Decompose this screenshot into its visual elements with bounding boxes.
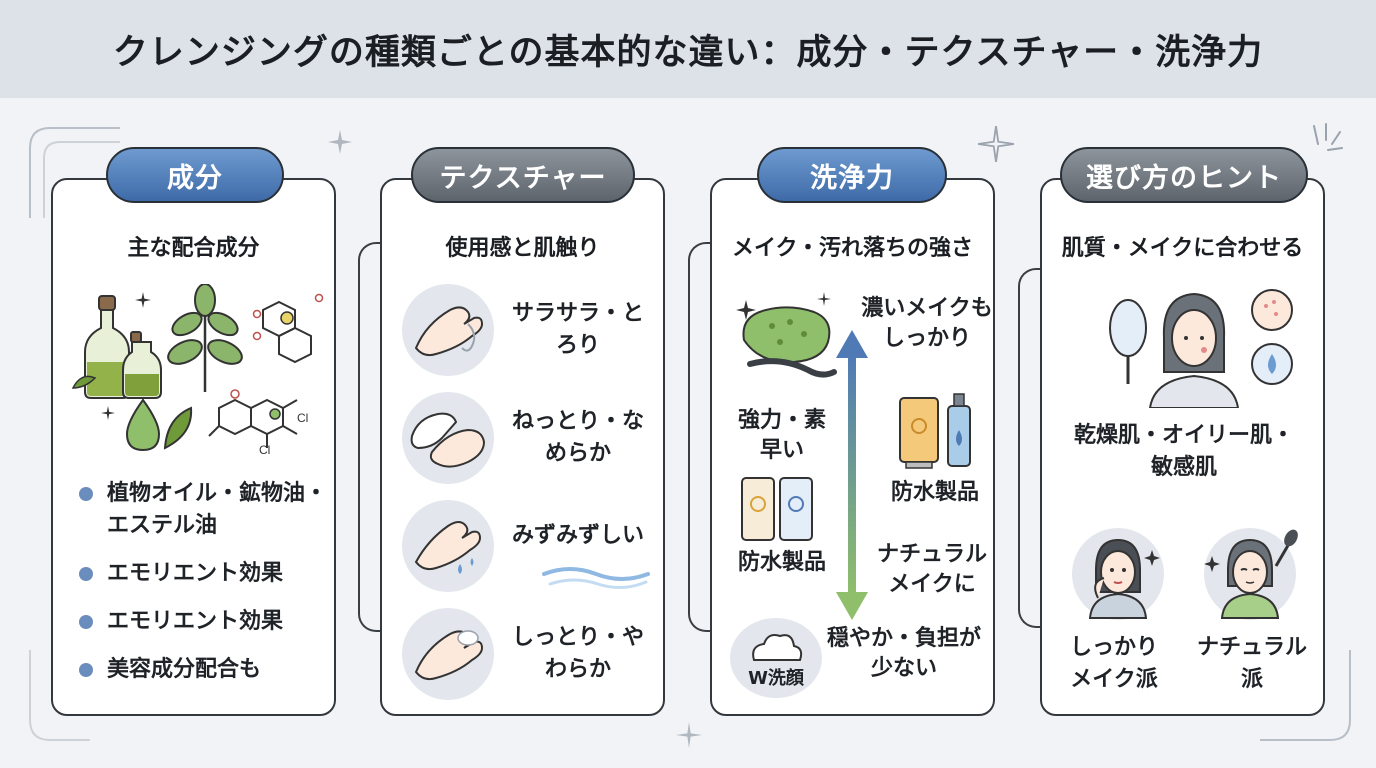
sunscreen-icon [899, 393, 971, 469]
bullet-dot [79, 615, 93, 629]
droplet-leaf-icon [125, 398, 193, 452]
strong-makeup-label: 濃いメイクもしっかり [861, 296, 993, 351]
hints-heading-label: 選び方のヒント [1086, 162, 1282, 194]
mirror-woman-icon [1109, 289, 1293, 408]
bullet-dot [79, 663, 93, 677]
sponge-icon [736, 292, 837, 378]
texture-item: サラサラ・とろり [402, 284, 652, 376]
list-item-label: エモリエント効果 [107, 609, 284, 634]
wet-hand-icon [402, 500, 494, 592]
ray-lines-icon [1313, 123, 1343, 151]
texture-item: ねっとり・なめらか [402, 392, 652, 484]
sparkle-icon [328, 130, 352, 154]
list-item: エモリエント効果 [79, 558, 329, 590]
texture-heading-label: テクスチャー [439, 162, 607, 194]
natural-makeup-label: ナチュラルメイクに [876, 542, 987, 597]
texture-item: みずみずしい [402, 500, 652, 592]
list-item: エモリエント効果 [79, 606, 329, 638]
waterproof-label: 防水製品 [737, 550, 826, 575]
bullet-dot [79, 567, 93, 581]
texture-heading: テクスチャー [411, 147, 635, 203]
texture-subtitle: 使用感と肌触り [445, 236, 600, 261]
hints-card: 肌質・メイクに合わせる 乾燥肌・オイリー肌・敏感肌 しっかりメイク派 [1040, 178, 1325, 716]
sparkle-icon [101, 406, 115, 420]
natural-makeup-woman-icon [1204, 528, 1298, 620]
texture-item-label: ねっとり・なめらか [511, 409, 644, 466]
sparkle-icon [676, 722, 702, 748]
soft-hand-icon [402, 608, 494, 700]
w-wash-label: W洗顔 [748, 668, 804, 689]
cleansing-heading-label: 洗浄力 [810, 162, 894, 194]
cleansing-card: メイク・汚れ落ちの強さ 濃いメイクもしっかり 強力・素早い 防水製品 [710, 178, 995, 716]
hints-subtitle: 肌質・メイクに合わせる [1061, 236, 1304, 261]
skin-types-label: 乾燥肌・オイリー肌・敏感肌 [1073, 423, 1294, 480]
list-item: 植物オイル・鉱物油・エステル油 [79, 478, 329, 542]
ingredients-subtitle: 主な配合成分 [127, 236, 260, 261]
waterproof-label: 防水製品 [890, 480, 979, 505]
page-header: クレンジングの種類ごとの基本的な違い：成分・テクスチャー・洗浄力 [0, 0, 1376, 98]
chloro-label: Cl [259, 443, 270, 456]
corner-decoration-icon [29, 650, 90, 741]
texture-item-label: しっとり・やわらか [511, 625, 644, 682]
heavy-makeup-woman-icon [1072, 528, 1164, 620]
chloro-label: Cl [297, 411, 308, 425]
strength-arrow-icon [836, 330, 868, 620]
natural-type-label: ナチュラル派 [1196, 635, 1307, 692]
page-title: クレンジングの種類ごとの基本的な違い：成分・テクスチャー・洗浄力 [112, 32, 1264, 73]
gentle-label: 穏やか・負担が少ない [826, 626, 981, 681]
texture-item-label: みずみずしい [511, 523, 644, 548]
sparkle-icon [135, 292, 151, 308]
texture-card: 使用感と肌触り サラサラ・とろり ねっとり・なめらか みずみずしい [380, 178, 665, 716]
foam-icon: W洗顔 [730, 618, 822, 698]
ingredients-heading: 成分 [106, 147, 284, 203]
herb-icon [167, 284, 243, 392]
list-item-label: エモリエント効果 [107, 561, 284, 586]
bullet-dot [79, 487, 93, 501]
corner-decoration-icon [1260, 650, 1351, 741]
corner-decoration-icon [29, 127, 120, 218]
rubbing-hands-icon [402, 392, 494, 484]
strong-fast-label: 強力・素早い [737, 408, 826, 463]
ingredients-heading-label: 成分 [167, 162, 223, 194]
sunscreen-icon [741, 477, 813, 541]
ingredient-list: 植物オイル・鉱物油・エステル油 エモリエント効果 エモリエント効果 美容成分配合… [79, 478, 329, 702]
list-item-label: 美容成分配合も [107, 657, 262, 682]
sparkle-icon [978, 126, 1014, 162]
molecule-icon [252, 293, 324, 364]
cleansing-heading: 洗浄力 [757, 147, 947, 203]
texture-item-label: サラサラ・とろり [511, 301, 644, 358]
hand-texture-icon [402, 284, 494, 376]
list-item-label: 植物オイル・鉱物油・エステル油 [107, 481, 328, 538]
hints-heading: 選び方のヒント [1060, 147, 1308, 203]
water-wave-icon [542, 567, 650, 589]
ingredients-card: 主な配合成分 [51, 178, 336, 716]
list-item: 美容成分配合も [79, 654, 329, 686]
molecule-icon: Cl Cl [208, 389, 308, 456]
oil-bottle-icon [71, 295, 162, 399]
texture-item: しっとり・やわらか [402, 608, 652, 700]
cleansing-subtitle: メイク・汚れ落ちの強さ [731, 236, 974, 261]
heavy-makeup-label: しっかりメイク派 [1069, 635, 1158, 692]
